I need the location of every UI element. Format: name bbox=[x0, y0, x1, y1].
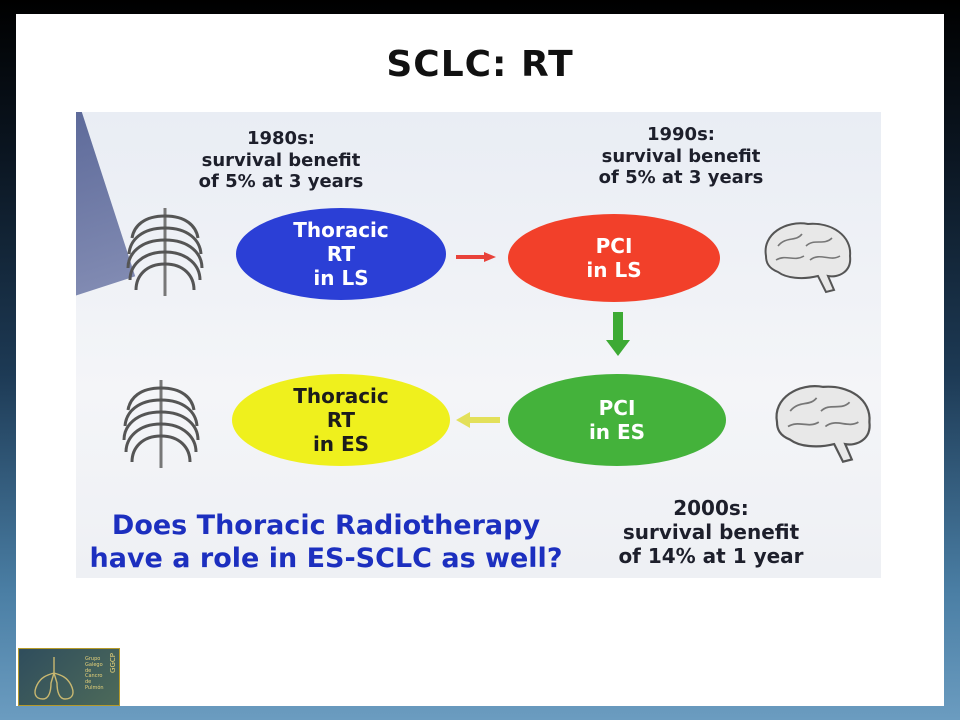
caption-2000s-line: of 14% at 1 year bbox=[618, 544, 804, 568]
ribcage-icon bbox=[126, 208, 204, 296]
diagram-photo: 1980s: survival benefit of 5% at 3 years… bbox=[76, 112, 881, 578]
caption-1990s-line: of 5% at 3 years bbox=[598, 167, 764, 189]
node-line: in ES bbox=[312, 432, 370, 456]
caption-2000s-line: survival benefit bbox=[622, 520, 800, 544]
node-line: in ES bbox=[588, 420, 646, 444]
node-line: RT bbox=[326, 242, 356, 266]
caption-1990s-line: 1990s: bbox=[646, 124, 715, 145]
node-line: Thoracic bbox=[293, 384, 389, 408]
brain-icon bbox=[775, 385, 871, 463]
logo-text: Grupo Galego de Cancro de Pulmón bbox=[85, 656, 107, 692]
caption-2000s-line: 2000s: bbox=[673, 496, 749, 520]
logo-text-line: Galego bbox=[85, 661, 103, 668]
arrow-down-icon bbox=[606, 312, 630, 356]
node-line: Thoracic bbox=[293, 218, 389, 242]
logo-mark: GGCP bbox=[109, 653, 117, 673]
node-line: PCI bbox=[595, 234, 633, 258]
arrow-right-icon bbox=[456, 252, 496, 262]
logo-text-line: Grupo bbox=[85, 656, 101, 662]
node-line: PCI bbox=[598, 396, 636, 420]
caption-1990s: 1990s: survival benefit of 5% at 3 years bbox=[556, 124, 806, 189]
node-line: in LS bbox=[313, 266, 369, 290]
slide-title: SCLC: RT bbox=[386, 44, 574, 85]
caption-1990s-line: survival benefit bbox=[601, 145, 761, 167]
question-text: Does Thoracic Radiotherapy have a role i… bbox=[76, 510, 576, 576]
logo-text-line: de Cancro bbox=[85, 667, 103, 680]
caption-1980s: 1980s: survival benefit of 5% at 3 years bbox=[166, 128, 396, 193]
question-line: Does Thoracic Radiotherapy bbox=[111, 510, 541, 541]
caption-1980s-line: 1980s: bbox=[246, 128, 315, 149]
question-line: have a role in ES-SCLC as well? bbox=[89, 542, 563, 574]
pci-ls-node: PCI in LS bbox=[508, 214, 720, 302]
thoracic-rt-es-node: Thoracic RT in ES bbox=[232, 374, 450, 466]
caption-1980s-line: survival benefit bbox=[201, 149, 361, 171]
pci-es-node: PCI in ES bbox=[508, 374, 726, 466]
caption-1980s-line: of 5% at 3 years bbox=[198, 171, 364, 193]
slide: SCLC: RT 1980s: survival benefit of 5% a… bbox=[16, 14, 944, 706]
caption-2000s: 2000s: survival benefit of 14% at 1 year bbox=[581, 496, 841, 568]
ggcp-logo: Grupo Galego de Cancro de Pulmón GGCP bbox=[18, 648, 120, 706]
brain-icon bbox=[764, 222, 852, 294]
logo-text-line: de Pulmón bbox=[85, 679, 104, 691]
lungs-icon bbox=[34, 657, 74, 700]
node-line: RT bbox=[326, 408, 356, 432]
node-line: in LS bbox=[586, 258, 642, 282]
arrow-left-icon bbox=[456, 412, 500, 428]
ribcage-icon bbox=[122, 380, 200, 468]
thoracic-rt-ls-node: Thoracic RT in LS bbox=[236, 208, 446, 300]
